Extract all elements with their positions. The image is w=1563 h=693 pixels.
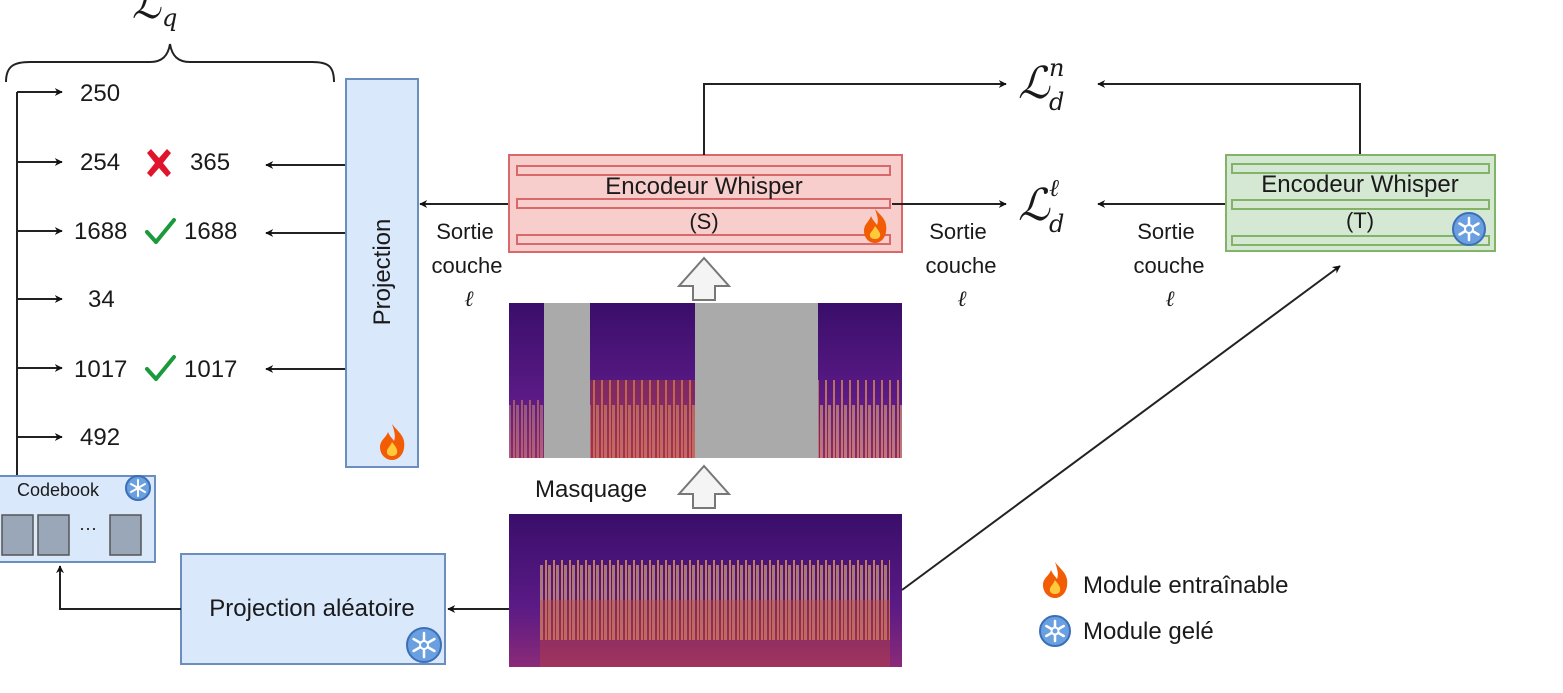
arrow-spectrogram-to-teacher	[901, 265, 1341, 591]
fire-icon	[864, 209, 887, 243]
check-icon	[145, 355, 176, 381]
masked-spectrogram	[509, 303, 902, 458]
projection-label: Projection	[369, 219, 396, 326]
legend-trainable: Module entraînable	[1083, 572, 1288, 599]
svg-text:ℓ: ℓ	[957, 287, 967, 312]
svg-text:d: d	[1049, 88, 1064, 116]
fire-icon	[1043, 562, 1068, 598]
svg-text:Sortie: Sortie	[929, 219, 986, 244]
loss-q-group: ℒ q	[5, 0, 335, 83]
snowflake-icon	[1039, 615, 1071, 647]
student-encoder-tag: (S)	[689, 209, 718, 234]
target-token-5: 1017	[74, 356, 127, 383]
check-icon	[145, 218, 176, 244]
predicted-token-3: 1017	[184, 356, 237, 383]
cross-icon	[147, 149, 171, 177]
target-token-3: 1688	[74, 218, 127, 245]
svg-text:ℒ: ℒ	[1018, 180, 1051, 231]
predicted-token-1: 365	[190, 149, 230, 176]
predicted-token-2: 1688	[184, 218, 237, 245]
svg-text:n: n	[1049, 54, 1064, 82]
input-spectrogram	[509, 514, 902, 667]
codebook-module: Codebook ···	[0, 475, 156, 563]
arrow-student-to-loss-dn	[703, 80, 1007, 155]
arrow-teacher-to-loss-dn	[1097, 80, 1361, 155]
target-token-column: 250 254 1688 34 1017 492	[16, 80, 127, 476]
layer-output-label-left: Sortie couche ℓ	[432, 219, 503, 312]
legend: Module entraînable Module gelé	[1039, 562, 1288, 647]
loss-dl-group: ℒ ℓ d	[1018, 174, 1064, 238]
svg-text:ℒ: ℒ	[1018, 58, 1051, 109]
svg-text:couche: couche	[432, 253, 503, 278]
target-token-1: 250	[80, 80, 120, 107]
target-token-2: 254	[80, 149, 120, 176]
projection-module: Projection	[345, 78, 419, 468]
student-encoder-title: Encodeur Whisper	[605, 173, 802, 200]
svg-text:ℓ: ℓ	[1165, 287, 1175, 312]
snowflake-icon	[1452, 212, 1486, 246]
up-arrow-to-student	[676, 256, 732, 301]
loss-q-brace	[5, 43, 335, 83]
snowflake-icon	[406, 627, 442, 663]
teacher-encoder-tag: (T)	[1346, 208, 1374, 233]
svg-text:couche: couche	[1134, 253, 1205, 278]
legend-frozen: Module gelé	[1083, 618, 1214, 645]
teacher-encoder-title: Encodeur Whisper	[1261, 171, 1458, 198]
student-encoder: Encodeur Whisper (S)	[508, 154, 903, 253]
arrow-to-codebook	[56, 565, 181, 610]
svg-text:ℓ: ℓ	[1049, 174, 1059, 202]
codebook-ellipsis: ···	[79, 518, 97, 538]
layer-output-label-middle: Sortie couche ℓ	[926, 219, 997, 312]
teacher-encoder: Encodeur Whisper (T)	[1225, 154, 1496, 252]
loss-q-symbol: ℒ	[132, 0, 162, 28]
up-arrow-masking	[676, 464, 732, 509]
svg-text:couche: couche	[926, 253, 997, 278]
target-token-4: 34	[88, 286, 115, 313]
fire-icon	[380, 424, 405, 460]
svg-text:Sortie: Sortie	[436, 219, 493, 244]
target-token-6: 492	[80, 424, 120, 451]
loss-dn-group: ℒ n d	[1018, 54, 1064, 116]
svg-text:ℓ: ℓ	[464, 287, 474, 312]
layer-output-label-right: Sortie couche ℓ	[1134, 219, 1205, 312]
loss-q-subscript: q	[162, 4, 177, 32]
random-projection-module: Projection aléatoire	[180, 553, 446, 665]
random-projection-label: Projection aléatoire	[209, 595, 414, 622]
snowflake-icon	[125, 475, 151, 501]
svg-text:Sortie: Sortie	[1137, 219, 1194, 244]
masking-label: Masquage	[535, 476, 647, 503]
codebook-title: Codebook	[17, 480, 100, 500]
svg-text:d: d	[1049, 210, 1064, 238]
